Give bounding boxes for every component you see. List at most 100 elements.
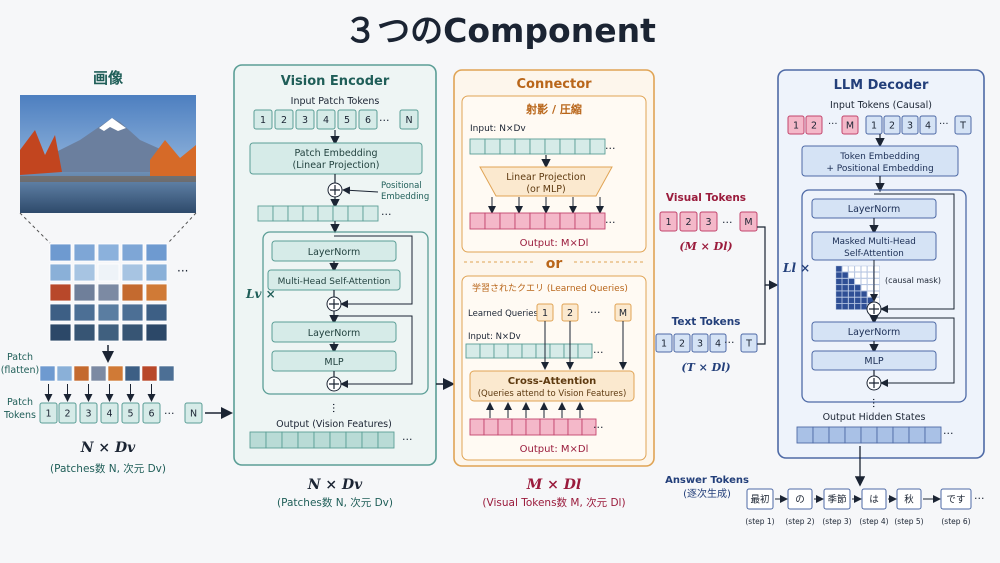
causal-mask-cell bbox=[873, 291, 880, 298]
ve-out-cell bbox=[297, 431, 315, 449]
text-token-T-label: T bbox=[745, 339, 752, 350]
llm-out-cell bbox=[876, 426, 894, 444]
conn-lq-token-2-label: 2 bbox=[567, 308, 573, 319]
ve-token-2-label: 2 bbox=[281, 115, 287, 126]
llm-visual-token-1-label: 1 bbox=[793, 121, 799, 132]
text-token-4: 4 bbox=[709, 333, 727, 353]
conn-lq-in-ellipsis: ··· bbox=[593, 346, 604, 359]
conn-proj-input-strip bbox=[469, 138, 606, 155]
ve-emb-cell bbox=[272, 205, 289, 222]
causal-mask-cell bbox=[835, 272, 842, 279]
ve-token-3: 3 bbox=[295, 109, 315, 130]
visual-tokens-dim: (M × Dl) bbox=[679, 240, 732, 253]
conn-proj-in-cell bbox=[499, 138, 516, 155]
conn-proj-in-cell bbox=[544, 138, 561, 155]
conn-lq-in-cell bbox=[465, 343, 481, 359]
causal-mask-grid bbox=[835, 260, 880, 310]
conn-lq-in-cell bbox=[479, 343, 495, 359]
image-token-4-label: 4 bbox=[106, 409, 112, 420]
flatten-patch bbox=[56, 365, 73, 382]
conn-lq-out-cell bbox=[483, 418, 499, 436]
ve-embedded-strip bbox=[257, 205, 379, 222]
flatten-strip bbox=[39, 365, 175, 382]
flatten-patch bbox=[141, 365, 158, 382]
llm-out-cell bbox=[924, 426, 942, 444]
answer-token-3: 季節 bbox=[823, 488, 851, 510]
llm-input-ellipsis-2: ··· bbox=[939, 119, 949, 130]
conn-lq-in-cell bbox=[563, 343, 579, 359]
ve-repeat: Lv × bbox=[245, 287, 276, 301]
conn-lq-arrows bbox=[486, 321, 627, 418]
llm-masked-2: Self-Attention bbox=[844, 249, 904, 259]
visual-token-M: M bbox=[739, 211, 758, 232]
ve-token-N: N bbox=[399, 109, 419, 130]
ve-out-cell bbox=[249, 431, 267, 449]
image-patch bbox=[145, 243, 168, 262]
llm-text-token-4: 4 bbox=[919, 115, 937, 135]
conn-lq-in-cell bbox=[549, 343, 565, 359]
patch-flatten-label-2: (flatten) bbox=[1, 365, 40, 376]
conn-lq-output: Output: M×Dl bbox=[520, 444, 589, 455]
conn-lq-in-cell bbox=[507, 343, 523, 359]
conn-lq-title: 学習されたクエリ (Learned Queries) bbox=[472, 282, 628, 294]
image-token-2-label: 2 bbox=[64, 409, 70, 420]
ve-output-label: Output (Vision Features) bbox=[276, 419, 392, 430]
conn-proj-out-cell bbox=[469, 212, 486, 230]
answer-token-6-label: です bbox=[946, 495, 965, 506]
ve-token-5: 5 bbox=[337, 109, 357, 130]
conn-proj-in-cell bbox=[559, 138, 576, 155]
causal-mask-cell bbox=[861, 303, 868, 310]
causal-mask-cell bbox=[867, 284, 874, 291]
conn-proj-out-cell bbox=[559, 212, 576, 230]
ve-emb-cell bbox=[287, 205, 304, 222]
causal-mask-cell bbox=[867, 278, 874, 285]
answer-token-4-label: は bbox=[869, 495, 879, 506]
conn-dim-note: (Visual Tokens数 M, 次元 Dl) bbox=[482, 496, 625, 509]
flatten-patch bbox=[107, 365, 124, 382]
conn-proj-output-strip bbox=[469, 212, 606, 230]
ve-token-2: 2 bbox=[274, 109, 294, 130]
visual-token-2: 2 bbox=[679, 211, 698, 232]
causal-mask-cell bbox=[854, 265, 861, 272]
ve-positional-1: Positional bbox=[381, 181, 422, 191]
conn-cross-2: (Queries attend to Vision Features) bbox=[478, 389, 627, 399]
llm-layernorm-1: LayerNorm bbox=[848, 204, 900, 215]
ve-layernorm-2: LayerNorm bbox=[308, 328, 360, 339]
image-patch bbox=[145, 283, 168, 302]
conn-proj-out-cell bbox=[544, 212, 561, 230]
text-tokens-dim: (T × Dl) bbox=[681, 361, 730, 374]
image-patch bbox=[121, 303, 144, 322]
answer-step-1: (step 1) bbox=[745, 517, 774, 526]
causal-mask-cell bbox=[835, 284, 842, 291]
image-patch bbox=[97, 303, 120, 322]
causal-mask-cell bbox=[848, 303, 855, 310]
causal-mask-cell bbox=[861, 291, 868, 298]
causal-mask-cell bbox=[842, 265, 849, 272]
ve-out-cell bbox=[361, 431, 379, 449]
text-token-2: 2 bbox=[673, 333, 691, 353]
conn-lq-token-M-label: M bbox=[619, 308, 627, 319]
conn-dim: M × Dl bbox=[526, 477, 581, 493]
conn-lq-out-cell bbox=[567, 418, 583, 436]
ve-patch-embedding-box bbox=[249, 142, 423, 175]
image-patch bbox=[97, 263, 120, 282]
answer-token-row: 最初(step 1)の(step 2)季節(step 3)は(step 4)秋(… bbox=[745, 488, 972, 526]
causal-mask-cell bbox=[854, 297, 861, 304]
answer-token-4: は bbox=[861, 488, 887, 510]
ve-mhsa: Multi-Head Self-Attention bbox=[278, 277, 391, 287]
image-patch bbox=[97, 323, 120, 342]
image-patch bbox=[73, 283, 96, 302]
image-patch bbox=[121, 283, 144, 302]
conn-linear-1: Linear Projection bbox=[506, 172, 586, 183]
conn-linear-2: (or MLP) bbox=[526, 184, 565, 195]
llm-out-cell bbox=[860, 426, 878, 444]
text-token-1: 1 bbox=[655, 333, 673, 353]
flatten-patch bbox=[73, 365, 90, 382]
causal-mask-cell bbox=[835, 265, 842, 272]
llm-text-token-3: 3 bbox=[901, 115, 919, 135]
conn-proj-out-cell bbox=[484, 212, 501, 230]
flatten-patch bbox=[90, 365, 107, 382]
